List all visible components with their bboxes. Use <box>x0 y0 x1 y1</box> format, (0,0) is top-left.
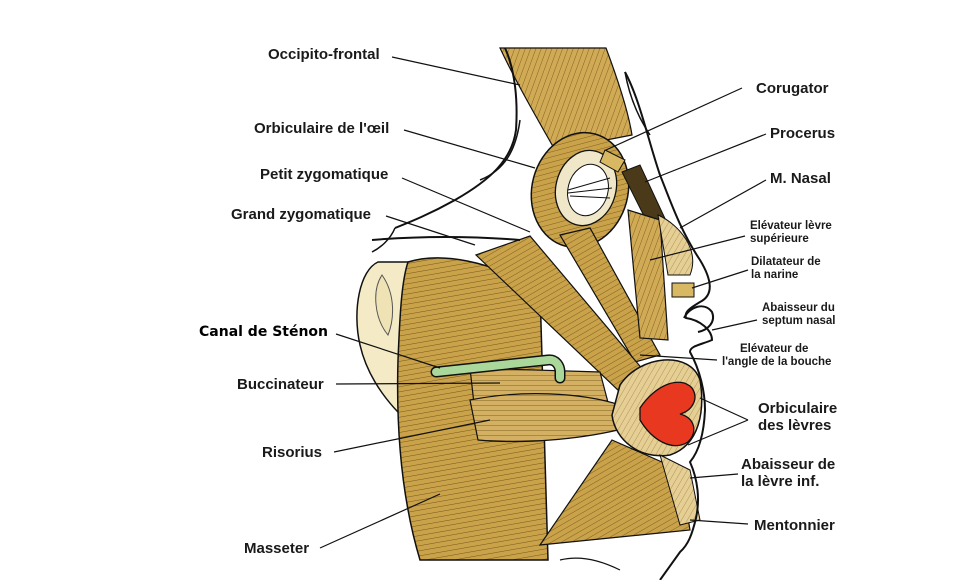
label-elevateur-angle-line2: l'angle de la bouche <box>722 356 832 369</box>
label-dilatateur-line1: Dilatateur de <box>751 256 821 268</box>
label-m-nasal: M. Nasal <box>770 170 831 187</box>
label-elevateur-angle-line1: Elévateur de <box>740 343 809 355</box>
ear-fold <box>375 274 394 336</box>
label-orbiculaire-levres-line2: des lèvres <box>758 417 832 435</box>
label-abaisseur-septum: Abaisseur du septum nasal <box>762 302 836 328</box>
label-procerus: Procerus <box>770 125 836 142</box>
label-petit-zygomatique: Petit zygomatique <box>260 166 389 183</box>
label-elevateur-angle: Elévateur de l'angle de la bouche <box>722 343 831 369</box>
label-elevateur-levre-line2: supérieure <box>750 233 809 246</box>
label-mentonnier: Mentonnier <box>754 517 835 534</box>
label-risorius: Risorius <box>262 444 323 461</box>
label-canal-stenon: Canal de Sténon <box>199 324 329 340</box>
label-buccinateur: Buccinateur <box>237 376 324 393</box>
leader-lines <box>319 56 767 549</box>
label-abaisseur-septum-line1: Abaisseur du <box>762 302 835 314</box>
label-abaisseur-levre: Abaisseur de la lèvre inf. <box>741 456 835 491</box>
occipito-frontal-muscle <box>499 47 633 151</box>
nasal-muscle <box>657 214 694 276</box>
label-dilatateur-line2: la narine <box>751 269 799 282</box>
face-profile-outline <box>624 71 714 580</box>
lips <box>639 381 696 447</box>
label-abaisseur-septum-line2: septum nasal <box>762 315 836 328</box>
label-dilatateur-narine: Dilatateur de la narine <box>751 256 821 282</box>
label-occipito-frontal: Occipito-frontal <box>268 46 380 63</box>
label-orbiculaire-oeil: Orbiculaire de l'œil <box>254 120 390 137</box>
elevateur-levre-muscle <box>627 209 669 341</box>
abaisseur-levre-muscle <box>538 439 691 546</box>
label-elevateur-levre-line1: Elévateur lèvre <box>750 220 832 232</box>
label-abaisseur-levre-line2: la lèvre inf. <box>741 473 820 491</box>
risorius-muscle <box>469 393 621 443</box>
label-orbiculaire-levres: Orbiculaire des lèvres <box>758 400 837 435</box>
corrugator-muscle <box>599 149 626 173</box>
petit-zygomatique-muscle <box>559 227 661 363</box>
label-masseter: Masseter <box>244 540 310 557</box>
label-orbiculaire-levres-line1: Orbiculaire <box>758 400 838 417</box>
dilatateur-narine-muscle <box>671 282 695 298</box>
nostril <box>683 305 714 333</box>
mentonnier-muscle <box>659 454 701 526</box>
label-corugator: Corugator <box>756 80 829 97</box>
label-abaisseur-levre-line1: Abaisseur de <box>741 456 836 473</box>
label-grand-zygomatique: Grand zygomatique <box>231 206 372 223</box>
eyeball <box>567 163 609 217</box>
label-elevateur-levre: Elévateur lèvre supérieure <box>750 220 832 246</box>
